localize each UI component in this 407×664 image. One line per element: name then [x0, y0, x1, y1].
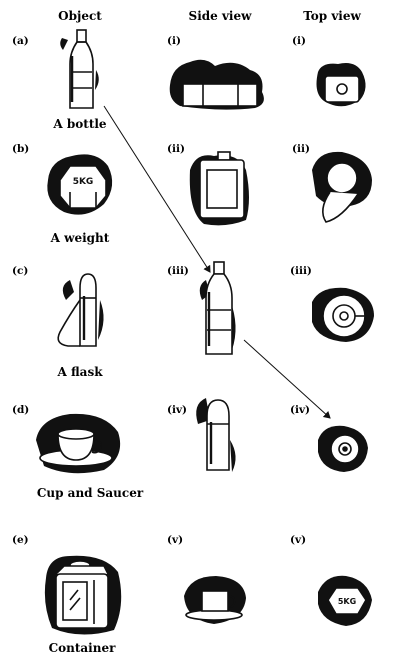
weight-marking: 5KG	[73, 177, 94, 187]
header-side-view: Side view	[189, 9, 253, 23]
caption-bottle: A bottle	[52, 117, 107, 131]
header-top-view: Top view	[303, 9, 361, 23]
top-view-i-drawing	[316, 63, 366, 107]
label-side-iv: (iv)	[167, 404, 187, 416]
cup-and-saucer-drawing	[36, 413, 121, 474]
label-d: (d)	[12, 404, 29, 416]
caption-weight: A weight	[50, 231, 110, 245]
side-view-iii-drawing	[199, 261, 236, 355]
label-side-ii: (ii)	[167, 143, 185, 155]
label-top-iii: (iii)	[290, 265, 312, 277]
top-view-iv-drawing	[318, 425, 368, 472]
label-e: (e)	[12, 534, 29, 546]
caption-cup-and-saucer: Cup and Saucer	[37, 486, 144, 500]
label-b: (b)	[12, 143, 29, 155]
label-top-ii: (ii)	[292, 143, 310, 155]
weight-drawing: 5KG	[47, 154, 113, 215]
flask-drawing	[57, 273, 104, 347]
label-top-v: (v)	[290, 534, 306, 546]
arrow-bottle-to-side-view	[103, 105, 211, 273]
arrow-side-view-to-top-view	[243, 339, 331, 419]
label-top-i: (i)	[292, 35, 306, 47]
label-side-v: (v)	[167, 534, 183, 546]
side-view-v-drawing	[184, 576, 246, 624]
label-c: (c)	[12, 265, 28, 277]
label-side-i: (i)	[167, 35, 181, 47]
bottle-drawing	[60, 29, 99, 109]
top-view-weight-marking: 5KG	[338, 597, 356, 606]
top-view-v-drawing: 5KG	[318, 575, 372, 626]
header-object: Object	[58, 9, 102, 23]
caption-flask: A flask	[56, 365, 103, 379]
side-view-i-drawing	[169, 59, 264, 110]
side-view-ii-drawing	[189, 151, 249, 226]
caption-container: Container	[49, 641, 117, 655]
top-view-ii-drawing	[312, 151, 372, 223]
label-a: (a)	[12, 35, 29, 47]
label-side-iii: (iii)	[167, 265, 189, 277]
top-view-iii-drawing	[312, 287, 374, 342]
container-drawing	[44, 555, 122, 635]
side-view-iv-drawing	[196, 398, 236, 472]
label-top-iv: (iv)	[290, 404, 310, 416]
